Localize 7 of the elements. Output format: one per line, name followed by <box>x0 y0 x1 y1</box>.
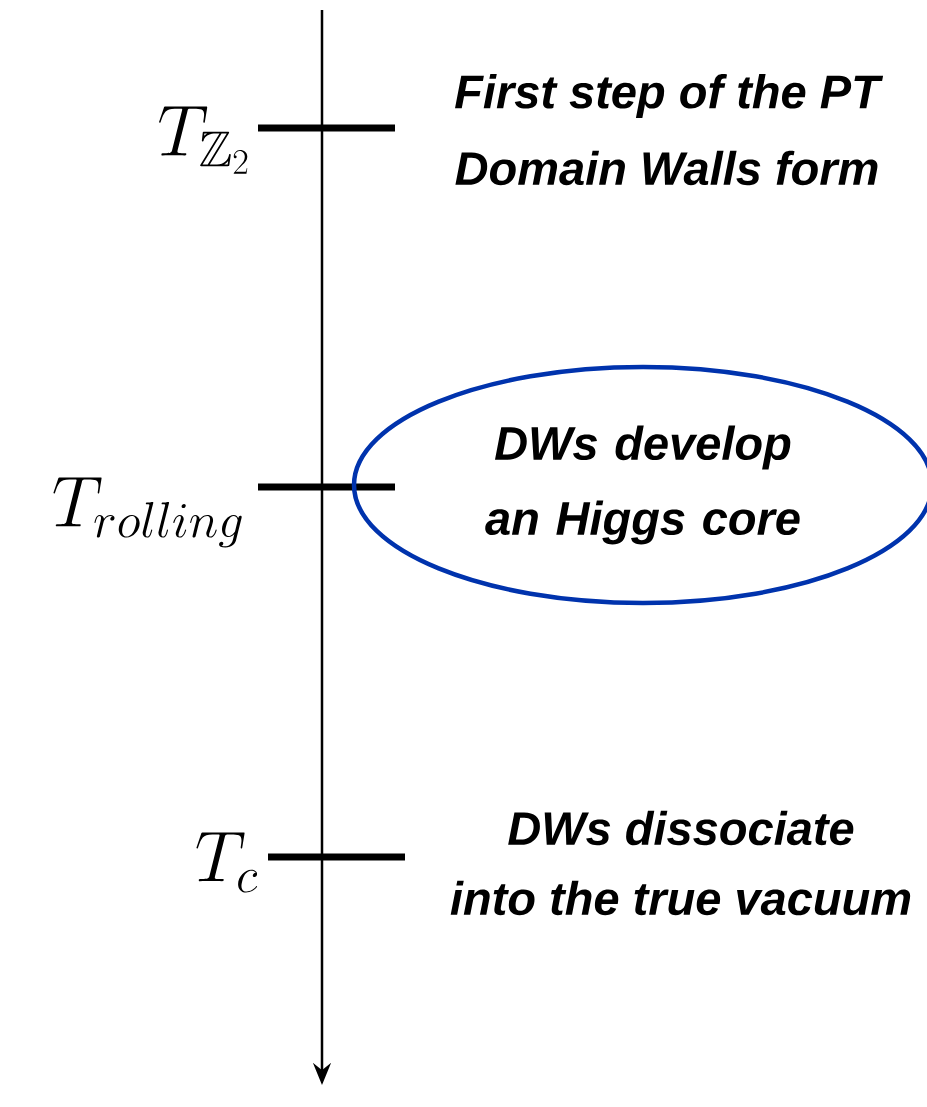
temperature-label: $T_{rolling}$ <box>53 477 242 548</box>
temperature-label: $T_{\mathbb{Z}_2}$ <box>159 106 248 174</box>
temperature-label: $T_c$ <box>196 832 258 893</box>
annotation-text: DWs dissociate <box>508 810 854 846</box>
annotation-text: Domain Walls form <box>455 150 878 186</box>
annotation-text: into the true vacuum <box>450 880 911 916</box>
annotation-text: First step of the PT <box>455 74 884 118</box>
